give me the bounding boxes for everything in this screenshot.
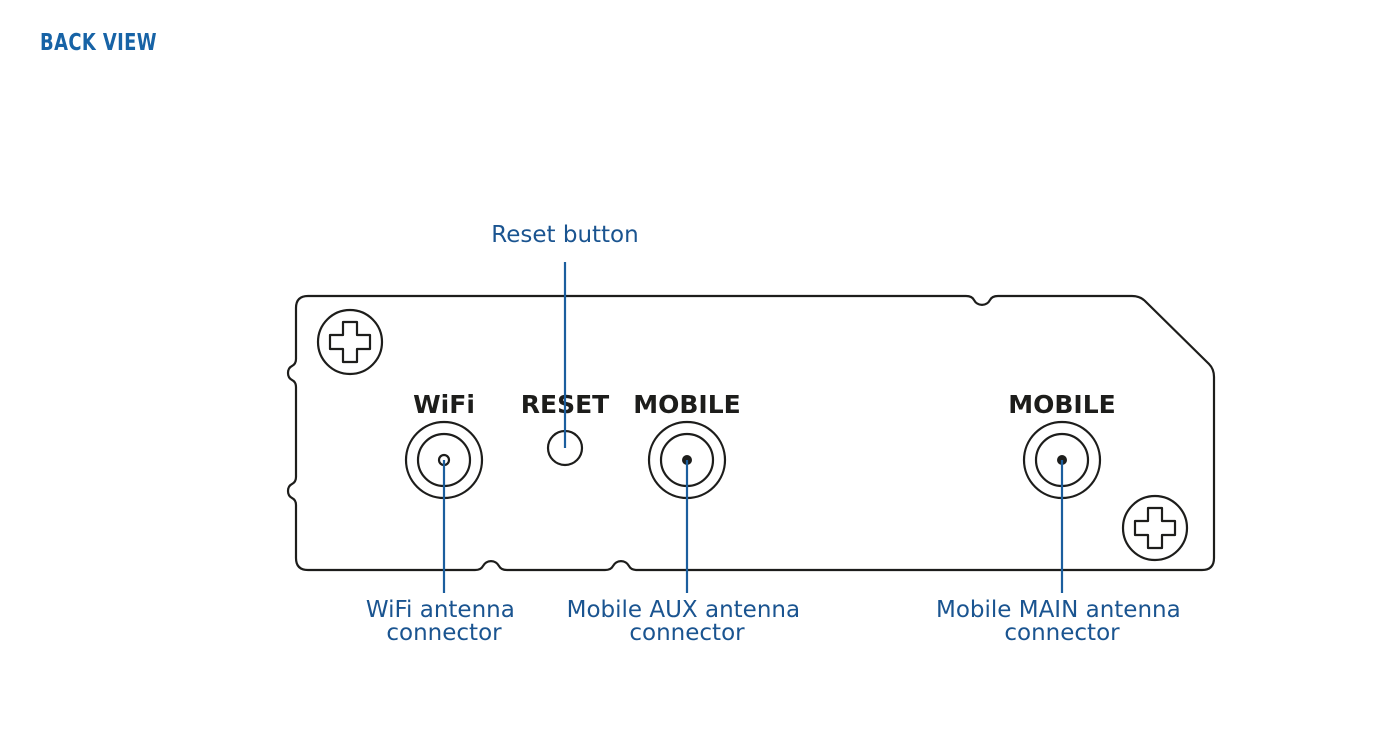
callout-mobile-main-antenna-connector: Mobile MAIN antenna connector <box>936 597 1188 646</box>
page-title: BACK VIEW <box>40 30 157 56</box>
screw-bottom-right <box>1121 494 1189 562</box>
callout-wifi-antenna-connector: WiFi antenna connector <box>366 597 522 646</box>
callout-mobile-aux-antenna-connector: Mobile AUX antenna connector <box>567 597 808 646</box>
phillips-cross-icon <box>1133 506 1177 550</box>
callout-reset-button: Reset button <box>491 222 638 248</box>
silkscreen-label-mobile-main: MOBILE <box>1008 390 1116 419</box>
phillips-cross-icon <box>328 320 372 364</box>
device-enclosure-outline <box>286 294 1216 572</box>
screw-top-left <box>316 308 384 376</box>
silkscreen-label-wifi: WiFi <box>413 390 475 419</box>
silkscreen-label-mobile-aux: MOBILE <box>633 390 741 419</box>
